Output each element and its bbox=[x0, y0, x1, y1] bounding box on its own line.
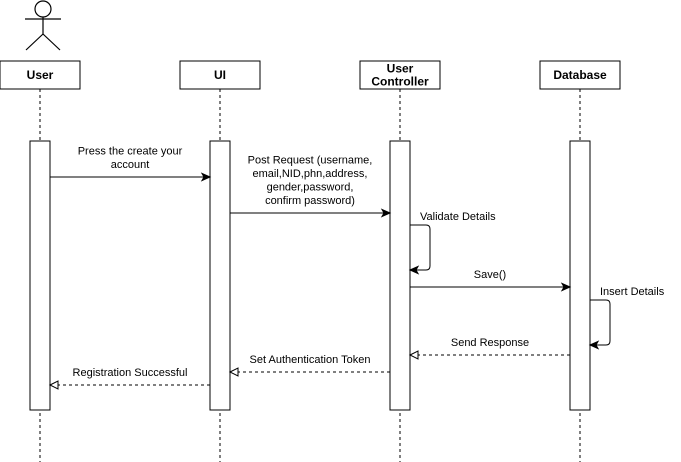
participant-label: Database bbox=[553, 68, 607, 82]
message-label: account bbox=[111, 159, 150, 171]
arrowhead bbox=[200, 172, 212, 182]
message-label: Insert Details bbox=[600, 286, 665, 298]
message-label: confirm password) bbox=[265, 195, 355, 207]
message-line bbox=[590, 299, 611, 346]
participant-box-user bbox=[0, 60, 81, 90]
activation-controller bbox=[389, 140, 411, 411]
participant-user: User bbox=[0, 60, 81, 90]
activation-user bbox=[29, 140, 51, 411]
message-send-response: Send Response bbox=[408, 337, 570, 360]
participant-label: User bbox=[387, 62, 414, 76]
message-label: Set Authentication Token bbox=[250, 354, 371, 366]
message-label: Validate Details bbox=[420, 211, 496, 223]
arrowhead bbox=[380, 208, 392, 218]
participant-ui: UI bbox=[179, 60, 261, 90]
participant-label: Controller bbox=[371, 75, 429, 89]
participant-database: Database bbox=[539, 60, 621, 90]
message-insert-details: Insert Details bbox=[588, 286, 665, 350]
participant-box-controller bbox=[359, 60, 441, 90]
participant-box-database bbox=[539, 60, 621, 90]
activation-database bbox=[569, 140, 591, 411]
message-registration-successful: Registration Successful bbox=[48, 367, 210, 390]
actor-icon bbox=[25, 0, 61, 51]
message-validate-details: Validate Details bbox=[408, 211, 496, 275]
message-label: Post Request (username, bbox=[248, 155, 373, 167]
participant-label: UI bbox=[214, 68, 226, 82]
message-post-request: Post Request (username,email,NID,phn,add… bbox=[230, 155, 392, 218]
message-save: Save() bbox=[410, 269, 572, 292]
message-auth-token: Set Authentication Token bbox=[228, 354, 390, 377]
message-label: Registration Successful bbox=[73, 367, 188, 379]
arrowhead bbox=[408, 265, 420, 275]
activation-ui bbox=[209, 140, 231, 411]
arrowhead bbox=[408, 350, 419, 360]
arrowhead bbox=[560, 282, 572, 292]
message-label: Send Response bbox=[451, 337, 529, 349]
message-label: email,NID,phn,address, bbox=[253, 168, 368, 180]
participant-box-ui bbox=[179, 60, 261, 90]
arrowhead bbox=[48, 380, 59, 390]
message-line bbox=[410, 224, 431, 271]
arrowhead bbox=[588, 340, 600, 350]
participant-label: User bbox=[27, 68, 54, 82]
message-label: Save() bbox=[474, 269, 506, 281]
message-label: gender,password, bbox=[267, 182, 354, 194]
arrowhead bbox=[228, 367, 239, 377]
message-label: Press the create your bbox=[78, 146, 183, 158]
